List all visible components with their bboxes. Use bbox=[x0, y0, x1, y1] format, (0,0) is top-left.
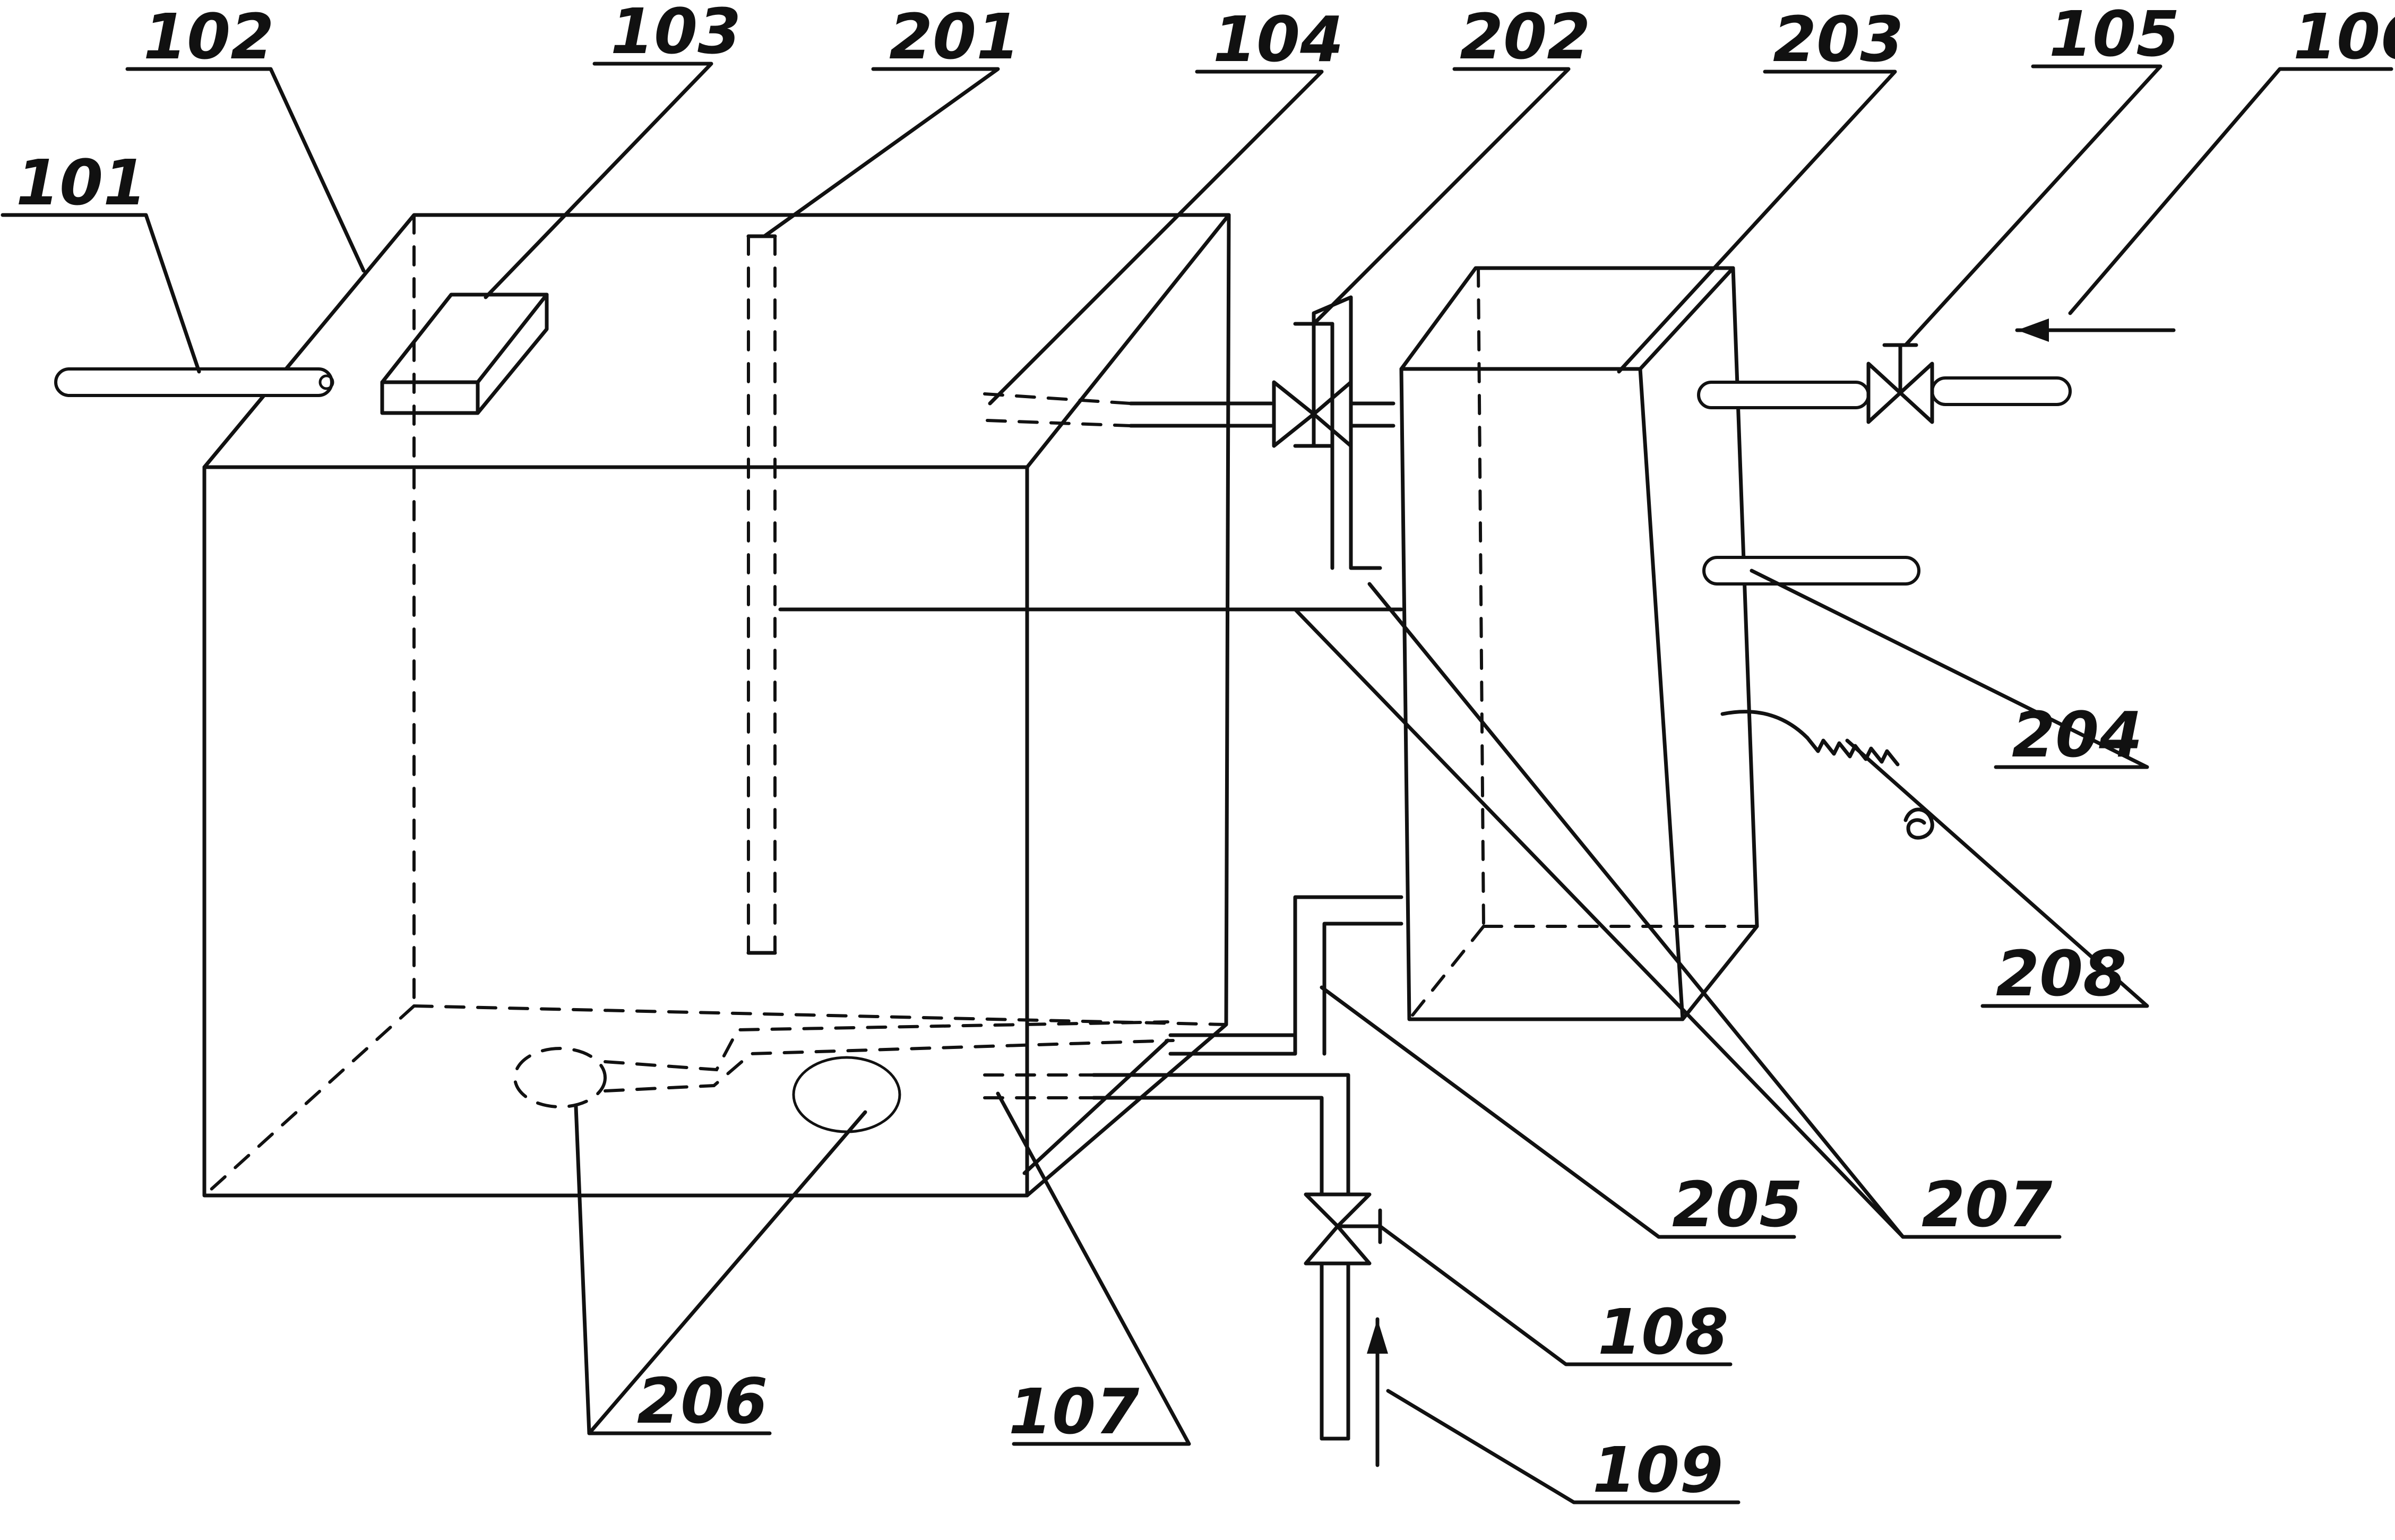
tank-203-hidden-edge-vertical bbox=[1477, 266, 1485, 928]
main-tank-top-face bbox=[202, 213, 1231, 469]
arrow-109 bbox=[1367, 1317, 1388, 1467]
label-106: 106 bbox=[2293, 0, 2395, 73]
main-tank bbox=[202, 213, 1231, 1198]
main-tank-hidden-edge-back bbox=[412, 1004, 1228, 1026]
tank-203-hidden-edge-diagonal bbox=[1408, 925, 1485, 1021]
pipe-206 bbox=[513, 1020, 1175, 1133]
pipe-101 bbox=[54, 367, 334, 397]
label-207: 207 bbox=[1922, 1168, 2052, 1241]
inlet-pipe-109 bbox=[1320, 1261, 1350, 1441]
label-206: 206 bbox=[637, 1364, 768, 1438]
label-201: 201 bbox=[889, 0, 1020, 73]
pipe-204 bbox=[1702, 556, 1920, 586]
valve-202 bbox=[1272, 295, 1395, 570]
label-105: 105 bbox=[2049, 0, 2179, 71]
label-203: 203 bbox=[1773, 3, 1903, 76]
label-102: 102 bbox=[143, 0, 274, 73]
pipe-105 bbox=[1697, 343, 2072, 424]
pipe-104 bbox=[983, 392, 1273, 428]
valve-108 bbox=[1304, 1192, 1382, 1266]
tank-203-top-face bbox=[1399, 266, 1735, 371]
label-109: 109 bbox=[1592, 1433, 1723, 1507]
label-205: 205 bbox=[1672, 1168, 1803, 1241]
label-208: 208 bbox=[1996, 937, 2126, 1010]
component-103-block bbox=[380, 292, 549, 415]
pipe-107 bbox=[983, 1073, 1350, 1197]
label-104: 104 bbox=[1213, 3, 1343, 76]
main-tank-hidden-edge-diagonal bbox=[203, 1004, 416, 1197]
label-108: 108 bbox=[1598, 1295, 1728, 1369]
tank-203-front-face bbox=[1399, 367, 1685, 1021]
heater-208 bbox=[1720, 710, 1934, 840]
main-tank-front-face bbox=[202, 465, 1029, 1198]
arrow-106 bbox=[2015, 319, 2176, 342]
label-101: 101 bbox=[16, 146, 147, 219]
label-107: 107 bbox=[1009, 1375, 1139, 1448]
pipe-201 bbox=[746, 234, 777, 955]
leader-lines bbox=[1, 62, 2393, 1504]
pipe-205 bbox=[1168, 895, 1403, 1056]
labels: 101 102 103 201 104 202 203 105 106 204 … bbox=[16, 0, 2395, 1507]
main-tank-right-face bbox=[1025, 213, 1231, 1198]
label-204: 204 bbox=[2012, 698, 2142, 771]
label-202: 202 bbox=[1460, 0, 1590, 73]
tank-203 bbox=[1399, 266, 1759, 1021]
label-103: 103 bbox=[610, 0, 741, 68]
